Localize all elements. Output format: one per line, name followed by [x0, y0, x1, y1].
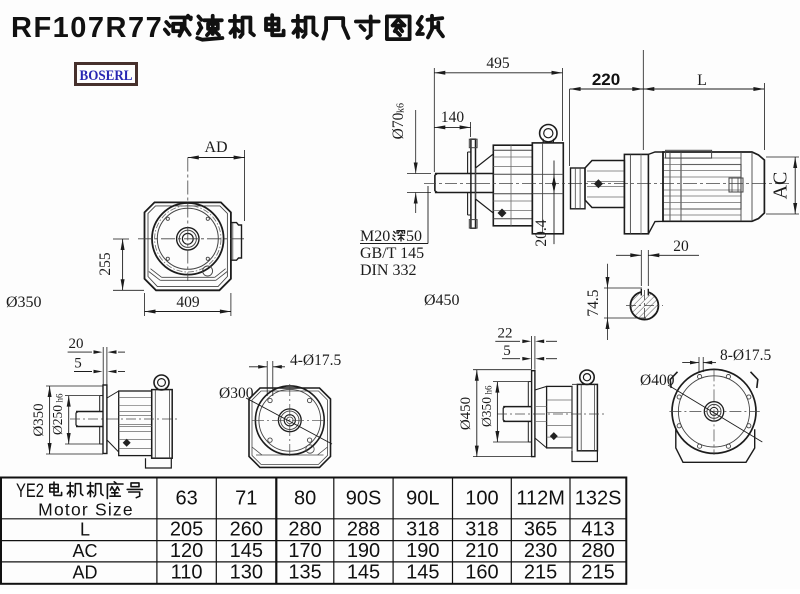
svg-text:71: 71	[235, 488, 257, 510]
svg-text:100: 100	[465, 488, 498, 510]
svg-text:74.5: 74.5	[585, 289, 602, 316]
svg-text:140: 140	[441, 109, 465, 126]
svg-text:288: 288	[347, 519, 380, 541]
svg-text:170: 170	[288, 540, 321, 562]
svg-text:AD: AD	[72, 563, 97, 583]
svg-text:Ø300: Ø300	[219, 385, 254, 402]
svg-text:AC: AC	[770, 172, 792, 200]
svg-text:5: 5	[503, 343, 511, 359]
svg-text:120: 120	[170, 540, 203, 562]
svg-text:50: 50	[406, 228, 422, 245]
svg-text:145: 145	[230, 540, 263, 562]
svg-text:145: 145	[406, 562, 439, 584]
svg-text:Ø70: Ø70	[390, 112, 407, 139]
svg-text:80: 80	[294, 488, 316, 510]
svg-text:h6: h6	[484, 385, 494, 395]
svg-text:Motor Size: Motor Size	[38, 500, 134, 520]
svg-text:280: 280	[288, 519, 321, 541]
svg-text:Ø400: Ø400	[640, 372, 675, 389]
svg-text:318: 318	[465, 519, 498, 541]
svg-text:130: 130	[230, 562, 263, 584]
svg-text:Ø350: Ø350	[31, 403, 47, 436]
svg-text:Ø350: Ø350	[479, 397, 494, 427]
svg-text:495: 495	[486, 55, 510, 72]
svg-text:M20: M20	[360, 228, 390, 245]
svg-text:8-Ø17.5: 8-Ø17.5	[720, 347, 771, 364]
svg-text:4-Ø17.5: 4-Ø17.5	[290, 352, 341, 369]
svg-text:215: 215	[524, 562, 557, 584]
svg-text:210: 210	[465, 540, 498, 562]
svg-text:145: 145	[347, 562, 380, 584]
svg-text:5: 5	[74, 356, 82, 372]
svg-text:GB/T 145: GB/T 145	[360, 245, 424, 262]
svg-text:90L: 90L	[406, 488, 439, 510]
svg-text:63: 63	[175, 488, 197, 510]
svg-text:Ø250: Ø250	[50, 405, 65, 435]
svg-text:318: 318	[406, 519, 439, 541]
svg-text:413: 413	[581, 519, 614, 541]
svg-text:AC: AC	[72, 541, 97, 561]
svg-text:365: 365	[524, 519, 557, 541]
svg-text:DIN 332: DIN 332	[360, 262, 416, 279]
svg-text:RF107R77: RF107R77	[11, 12, 163, 44]
svg-text:215: 215	[581, 562, 614, 584]
svg-text:255: 255	[97, 252, 114, 276]
svg-text:230: 230	[524, 540, 557, 562]
svg-text:L: L	[697, 72, 707, 89]
svg-text:132S: 132S	[575, 488, 622, 510]
svg-text:135: 135	[288, 562, 321, 584]
svg-text:AD: AD	[204, 139, 227, 156]
svg-text:BOSERL: BOSERL	[80, 68, 133, 84]
svg-text:110: 110	[171, 562, 203, 584]
svg-text:20: 20	[69, 336, 84, 352]
svg-text:k6: k6	[396, 103, 407, 113]
svg-text:Ø450: Ø450	[458, 397, 474, 430]
svg-text:160: 160	[465, 562, 498, 584]
svg-text:h6: h6	[55, 393, 65, 403]
svg-text:260: 260	[230, 519, 263, 541]
svg-text:20.4: 20.4	[533, 219, 550, 246]
svg-text:220: 220	[592, 70, 620, 89]
svg-text:205: 205	[170, 519, 203, 541]
svg-text:22: 22	[498, 326, 513, 342]
svg-text:190: 190	[347, 540, 380, 562]
svg-text:280: 280	[581, 540, 614, 562]
svg-text:20: 20	[673, 238, 689, 255]
svg-text:90S: 90S	[346, 488, 382, 510]
svg-text:112M: 112M	[516, 488, 565, 510]
svg-text:409: 409	[176, 294, 200, 311]
svg-text:YE2: YE2	[16, 481, 44, 502]
svg-text:L: L	[80, 520, 90, 540]
svg-text:Ø350: Ø350	[6, 294, 42, 311]
svg-text:190: 190	[406, 540, 439, 562]
svg-text:Ø450: Ø450	[424, 292, 460, 309]
